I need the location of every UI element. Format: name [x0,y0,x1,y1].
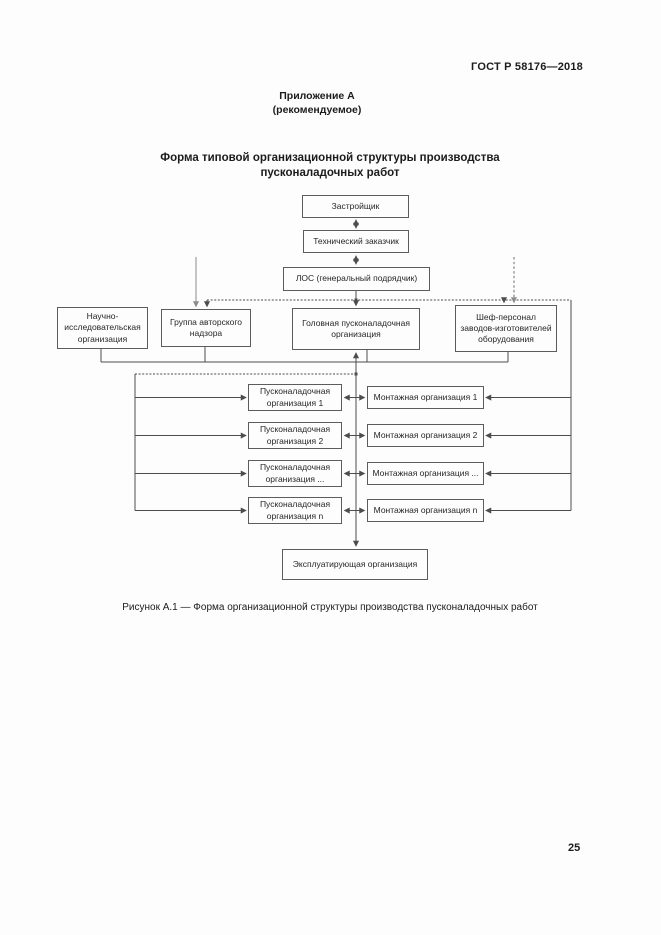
node-installation-org-1: Монтажная организация 1 [367,386,484,409]
node-research-org: Научно- исследовательская организация [57,307,148,349]
node-installation-org-n: Монтажная организация n [367,499,484,522]
node-general-contractor: ЛОС (генеральный подрядчик) [283,267,430,291]
appendix-subtitle: (рекомендуемое) [272,104,362,116]
node-operating-org: Эксплуатирующая организация [282,549,428,580]
page-number: 25 [568,842,581,854]
figure-caption: Рисунок А.1 — Форма организационной стру… [122,602,538,613]
node-commissioning-org-1: Пусконаладочная организация 1 [248,384,342,411]
node-developer: Застройщик [302,195,409,218]
node-installation-org-2: Монтажная организация 2 [367,424,484,447]
node-installation-org-x: Монтажная организация ... [367,462,484,485]
node-commissioning-org-2: Пусконаладочная организация 2 [248,422,342,449]
node-head-commissioning: Головная пусконаладочная организация [292,308,420,350]
appendix-title: Приложение А [279,90,355,102]
appendix-heading: Приложение А (рекомендуемое) [187,89,447,117]
node-commissioning-org-x: Пусконаладочная организация ... [248,460,342,487]
node-author-supervision: Группа авторского надзора [161,309,251,347]
node-technical-customer: Технический заказчик [303,230,409,253]
gost-code-header: ГОСТ Р 58176—2018 [471,61,583,73]
node-chief-personnel: Шеф-персонал заводов-изготовителей обору… [455,305,557,352]
figure-title: Форма типовой организационной структуры … [160,152,500,179]
node-commissioning-org-n: Пусконаладочная организация n [248,497,342,524]
